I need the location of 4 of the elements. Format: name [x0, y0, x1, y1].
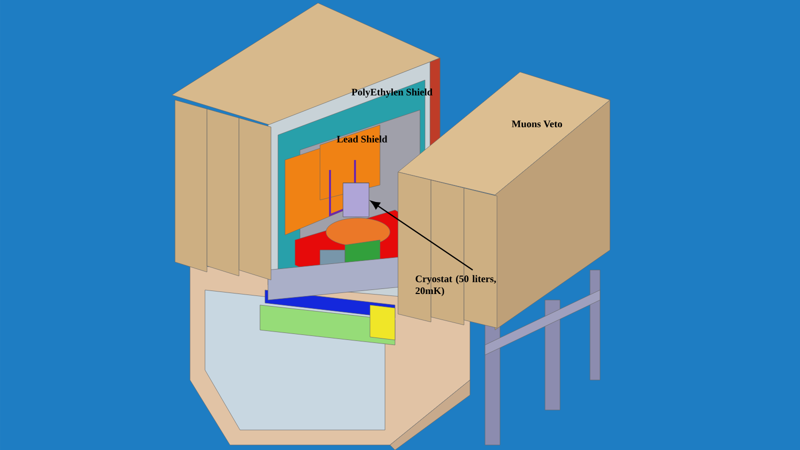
cryostat	[342, 182, 370, 218]
callout-text: Cryostat (50 liters, 20mK)	[416, 275, 496, 296]
arrow	[370, 200, 380, 210]
part-label: Muons Veto	[512, 120, 562, 128]
